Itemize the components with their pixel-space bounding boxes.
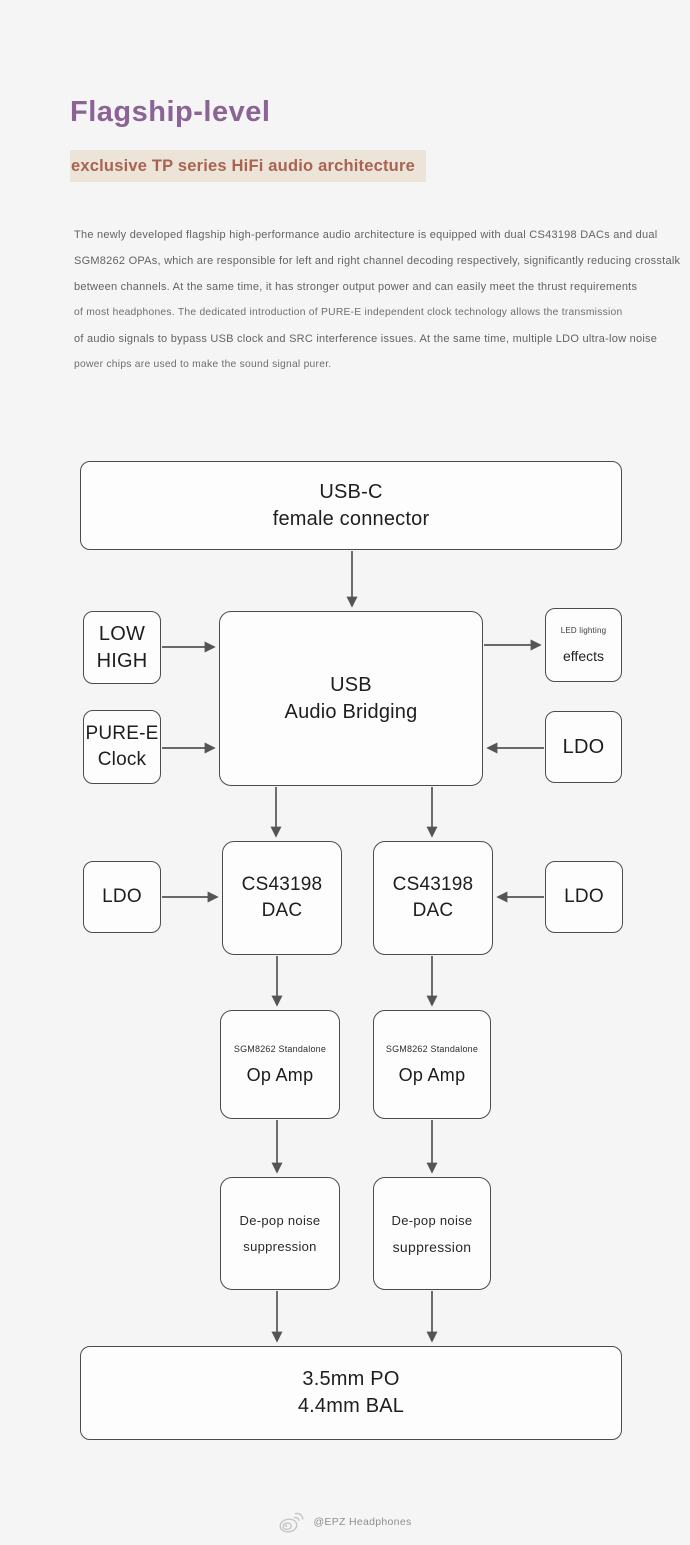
node-usb-c-connector: USB-C female connector [80,461,622,550]
description-line: between channels. At the same time, it h… [74,281,638,293]
weibo-icon [280,1512,304,1533]
node-label: DAC [261,900,303,921]
node-label: Op Amp [398,1064,466,1085]
node-label: LDO [102,886,142,907]
node-ldo-bridge: LDO [545,711,622,783]
node-depop-left: De-pop noise suppression [220,1177,340,1290]
node-label: DAC [412,900,454,921]
node-label: female connector [272,507,430,530]
node-low-high: LOW HIGH [83,611,161,684]
node-output-jacks: 3.5mm PO 4.4mm BAL [80,1346,622,1440]
node-label: suppression [243,1238,317,1254]
node-depop-right: De-pop noise suppression [373,1177,491,1290]
node-label: LDO [562,735,605,758]
description-paragraph: The newly developed flagship high-perfor… [74,222,681,378]
footer-handle: @EPZ Headphones [313,1516,412,1528]
footer: @EPZ Headphones [0,1510,690,1534]
node-label: Audio Bridging [284,700,418,723]
description-line: The newly developed flagship high-perfor… [74,229,658,241]
node-dac-right: CS43198 DAC [373,841,493,955]
node-label: 3.5mm PO [302,1368,400,1390]
node-ldo-dac-right: LDO [545,861,623,933]
node-label: suppression [392,1238,472,1255]
page-title: Flagship-level [70,96,271,128]
node-pure-e-clock: PURE-E Clock [83,710,161,784]
node-label: De-pop noise [239,1212,321,1228]
description-line: SGM8262 OPAs, which are responsible for … [74,255,681,267]
description-line: of audio signals to bypass USB clock and… [74,333,658,345]
node-opamp-right: SGM8262 Standalone Op Amp [373,1010,491,1119]
node-label: CS43198 [392,874,474,895]
node-label: LDO [564,886,604,907]
node-ldo-dac-left: LDO [83,861,161,933]
node-label: LED lighting [560,626,607,635]
node-label: HIGH [96,649,148,672]
node-label: USB [330,673,372,696]
node-label: LOW [98,622,146,645]
node-dac-left: CS43198 DAC [222,841,342,955]
node-label: USB-C [319,480,383,503]
node-label: 4.4mm BAL [297,1395,405,1417]
node-label: De-pop noise [391,1212,473,1228]
page-subtitle: exclusive TP series HiFi audio architect… [70,150,426,182]
node-label: CS43198 [241,874,323,895]
node-label: effects [563,648,604,664]
node-label: Op Amp [246,1064,314,1085]
node-label: SGM8262 Standalone [385,1043,479,1054]
node-usb-audio-bridging: USB Audio Bridging [219,611,483,786]
description-line: of most headphones. The dedicated introd… [74,307,623,318]
node-opamp-left: SGM8262 Standalone Op Amp [220,1010,340,1119]
node-label: Clock [97,749,147,770]
description-line: power chips are used to make the sound s… [74,359,332,370]
node-label: SGM8262 Standalone [233,1043,327,1054]
node-led-lighting-effects: LED lighting effects [545,608,622,682]
node-label: PURE-E [85,723,159,744]
